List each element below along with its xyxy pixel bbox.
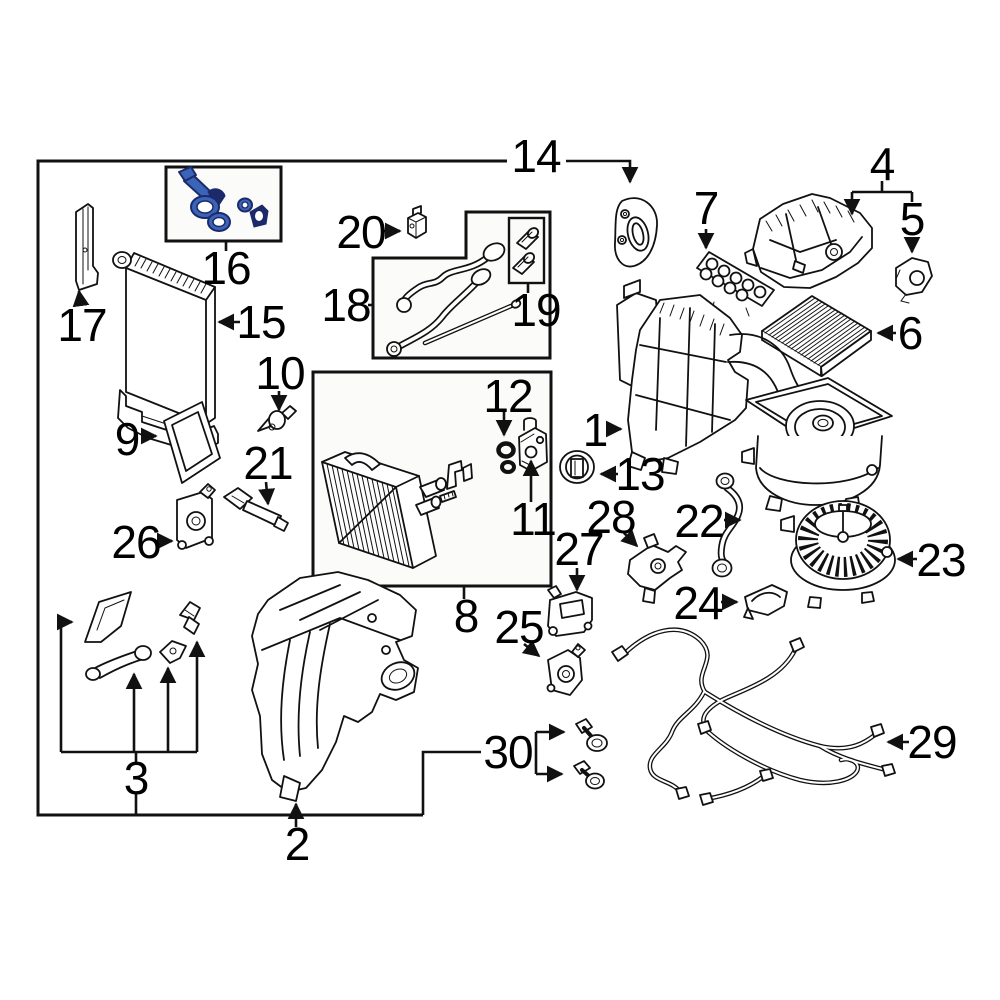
part-23-blower-motor <box>780 500 896 609</box>
callout-25: 25 <box>494 601 544 653</box>
part-30-screws <box>573 718 608 790</box>
callout-29: 29 <box>907 716 957 768</box>
callout-18: 18 <box>321 279 371 331</box>
part-mounting-clip <box>439 460 473 503</box>
callout-26: 26 <box>111 516 161 568</box>
part-25-servo-motor <box>546 643 586 696</box>
leader-lines <box>56 159 921 827</box>
part-16-seal-kit <box>178 166 269 232</box>
callout-20: 20 <box>336 206 386 258</box>
part-12-o-rings <box>496 441 516 474</box>
callout-19: 19 <box>511 284 561 336</box>
part-26-servo-motor <box>176 483 216 550</box>
part-18-heater-hoses <box>386 242 522 357</box>
callout-24: 24 <box>673 577 723 629</box>
part-17-support-bracket <box>75 203 99 291</box>
callout-15: 15 <box>236 296 286 348</box>
callout-21: 21 <box>243 437 293 489</box>
fitting-box-19 <box>507 216 546 285</box>
part-13-grommet <box>559 450 595 484</box>
part-10-check-valve <box>257 405 297 432</box>
part-28-servo-motor <box>627 533 687 604</box>
callout-7: 7 <box>693 182 720 234</box>
part-4-housing-cover <box>744 193 873 289</box>
callout-14: 14 <box>511 130 561 182</box>
part-29-wiring-harness <box>611 627 896 806</box>
callout-3: 3 <box>123 752 150 804</box>
callout-4: 4 <box>869 138 896 190</box>
callout-13: 13 <box>615 448 665 500</box>
callout-17: 17 <box>57 299 107 351</box>
part-22-drain-pipe <box>711 472 743 578</box>
part-21-actuator-rod <box>223 487 289 532</box>
callout-10: 10 <box>255 347 305 399</box>
part-19-hose-fittings <box>512 227 540 275</box>
part-2-distribution-housing <box>251 571 419 802</box>
part-6-cabin-air-filter <box>761 295 872 377</box>
callout-5: 5 <box>899 193 926 245</box>
part-5-bracket <box>895 257 933 304</box>
part-20-valve-block <box>407 205 427 239</box>
part-9-filter-frame <box>163 401 221 484</box>
callout-11: 11 <box>510 493 557 545</box>
main-assembly-box <box>36 159 507 817</box>
part-14-gasket <box>614 197 658 268</box>
hose-box-18 <box>371 210 552 360</box>
callout-28: 28 <box>586 491 636 543</box>
callout-1: 1 <box>582 404 609 456</box>
part-3-linkage-set <box>84 591 201 681</box>
part-7-honeycomb-panel <box>696 251 775 317</box>
callout-22: 22 <box>674 495 724 547</box>
callout-2: 2 <box>284 818 311 870</box>
callout-8: 8 <box>453 590 480 642</box>
callout-30: 30 <box>483 726 533 778</box>
callout-6: 6 <box>897 307 924 359</box>
part-27-servo-motor <box>547 585 593 637</box>
part-evaporator-core <box>321 451 447 569</box>
callout-12: 12 <box>483 370 533 422</box>
callout-9: 9 <box>114 413 141 465</box>
part-24-duct-tray <box>743 584 788 620</box>
callout-27: 27 <box>554 523 604 575</box>
callout-16: 16 <box>201 242 251 294</box>
callout-23: 23 <box>916 534 966 586</box>
